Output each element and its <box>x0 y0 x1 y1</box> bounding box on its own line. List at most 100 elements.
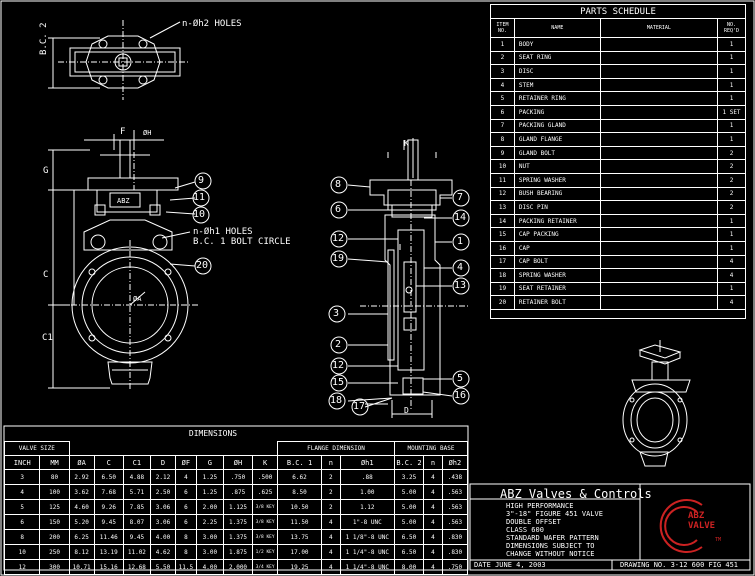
table-cell: 2.92 <box>68 469 95 485</box>
callout-balloons <box>192 172 470 416</box>
table-cell: .830 <box>441 544 469 560</box>
table-cell: DISC <box>513 64 601 79</box>
table-cell: 3/8 KEY <box>252 529 279 545</box>
table-cell: 1.25 <box>195 484 224 500</box>
dim-header-cell: n <box>423 455 443 470</box>
table-cell: 11.5 <box>174 559 197 575</box>
table-cell: 2 <box>717 172 746 188</box>
balloon-2: 2 <box>335 339 342 350</box>
table-cell: 6.25 <box>68 529 95 545</box>
table-cell <box>599 227 719 242</box>
table-cell: SPRING WASHER <box>513 268 601 283</box>
table-cell: 6 <box>490 104 515 120</box>
table-cell: RETAINER BOLT <box>513 295 601 310</box>
table-cell: DISC PIN <box>513 200 601 215</box>
title-block-line: CLASS 600 <box>506 526 544 534</box>
table-cell: 9.45 <box>93 514 124 530</box>
title-block-line: HIGH PERFORMANCE <box>506 502 574 510</box>
dim-header-cell: Øh2 <box>441 455 469 470</box>
table-cell: 3.00 <box>195 529 224 545</box>
table-cell: 8 <box>3 529 41 545</box>
table-cell: 12 <box>3 559 41 575</box>
table-cell: CAP <box>513 240 601 256</box>
table-cell: 1 <box>490 37 515 52</box>
table-cell: 10 <box>490 159 515 174</box>
table-cell: PACKING <box>513 104 601 120</box>
table-cell: 6.50 <box>393 529 425 545</box>
table-cell: .625 <box>252 484 279 500</box>
bc1-label: B.C. 1 BOLT CIRCLE <box>193 237 291 247</box>
table-cell: CAP PACKING <box>513 227 601 242</box>
table-cell: 16 <box>490 240 515 256</box>
table-cell: 6.62 <box>277 469 322 485</box>
balloon-8: 8 <box>335 179 342 190</box>
table-cell: 4 <box>423 529 443 545</box>
table-cell: 2.12 <box>149 469 176 485</box>
table-cell: 19 <box>490 281 515 297</box>
table-cell <box>599 186 719 202</box>
table-cell: 10 <box>3 544 41 560</box>
table-cell: 4 <box>174 469 197 485</box>
table-cell: 11.50 <box>277 514 322 530</box>
table-cell: 7.68 <box>93 484 124 500</box>
table-cell: .875 <box>222 484 254 500</box>
table-cell: 1 <box>717 281 746 297</box>
table-cell: 8 <box>490 132 515 147</box>
table-cell: 17 <box>490 254 515 270</box>
table-cell <box>599 132 719 147</box>
f-label: F <box>120 127 126 137</box>
table-cell: 2 <box>320 499 341 515</box>
table-cell: 4.60 <box>68 499 95 515</box>
title-block-line: DOUBLE OFFSET <box>506 518 561 526</box>
table-cell: 6 <box>3 514 41 530</box>
table-cell: 5.50 <box>149 559 176 575</box>
table-cell: 4 <box>490 77 515 93</box>
table-cell: 2.25 <box>195 514 224 530</box>
table-cell: 1 <box>717 227 746 242</box>
table-cell: 13.19 <box>93 544 124 560</box>
abz-plate-label: ABZ <box>117 197 130 205</box>
dim-header-cell: C <box>93 455 124 470</box>
table-cell: 8.00 <box>393 559 425 575</box>
table-cell: 19.25 <box>277 559 322 575</box>
company-name: ABZ Valves & Controls <box>500 487 652 501</box>
dim-header-cell: ØH <box>222 455 254 470</box>
dim-header-cell: Øh1 <box>339 455 395 470</box>
drawing-date: DATE JUNE 4, 2003 <box>474 561 546 569</box>
table-cell: 2 <box>490 50 515 66</box>
table-cell: 5.00 <box>393 484 425 500</box>
table-cell: 4 <box>717 254 746 270</box>
table-cell: 250 <box>39 544 70 560</box>
table-cell <box>599 145 719 161</box>
table-cell: 6.50 <box>393 544 425 560</box>
table-cell: 1 <box>717 240 746 256</box>
table-cell: 1 <box>717 91 746 106</box>
table-cell: PACKING GLAND <box>513 118 601 134</box>
table-cell: 1 <box>717 77 746 93</box>
a-label: ØA <box>133 295 142 303</box>
table-cell: STEM <box>513 77 601 93</box>
table-cell: 6 <box>174 484 197 500</box>
g-label: G <box>43 166 49 176</box>
balloon-9: 9 <box>198 175 205 186</box>
table-cell: 2 <box>717 200 746 215</box>
table-cell: 8.50 <box>277 484 322 500</box>
table-cell: 1 <box>717 118 746 134</box>
dimensions-title: DIMENSIONS <box>188 429 238 438</box>
table-cell: 1.375 <box>222 529 254 545</box>
table-cell: 5.00 <box>393 499 425 515</box>
table-cell: 4 <box>423 559 443 575</box>
table-cell: 1.25 <box>195 469 224 485</box>
balloon-10: 10 <box>193 209 206 220</box>
dim-header-cell: B.C. 2 <box>393 455 425 470</box>
table-cell: GLAND FLANGE <box>513 132 601 147</box>
table-cell: 1 SET <box>717 104 746 120</box>
